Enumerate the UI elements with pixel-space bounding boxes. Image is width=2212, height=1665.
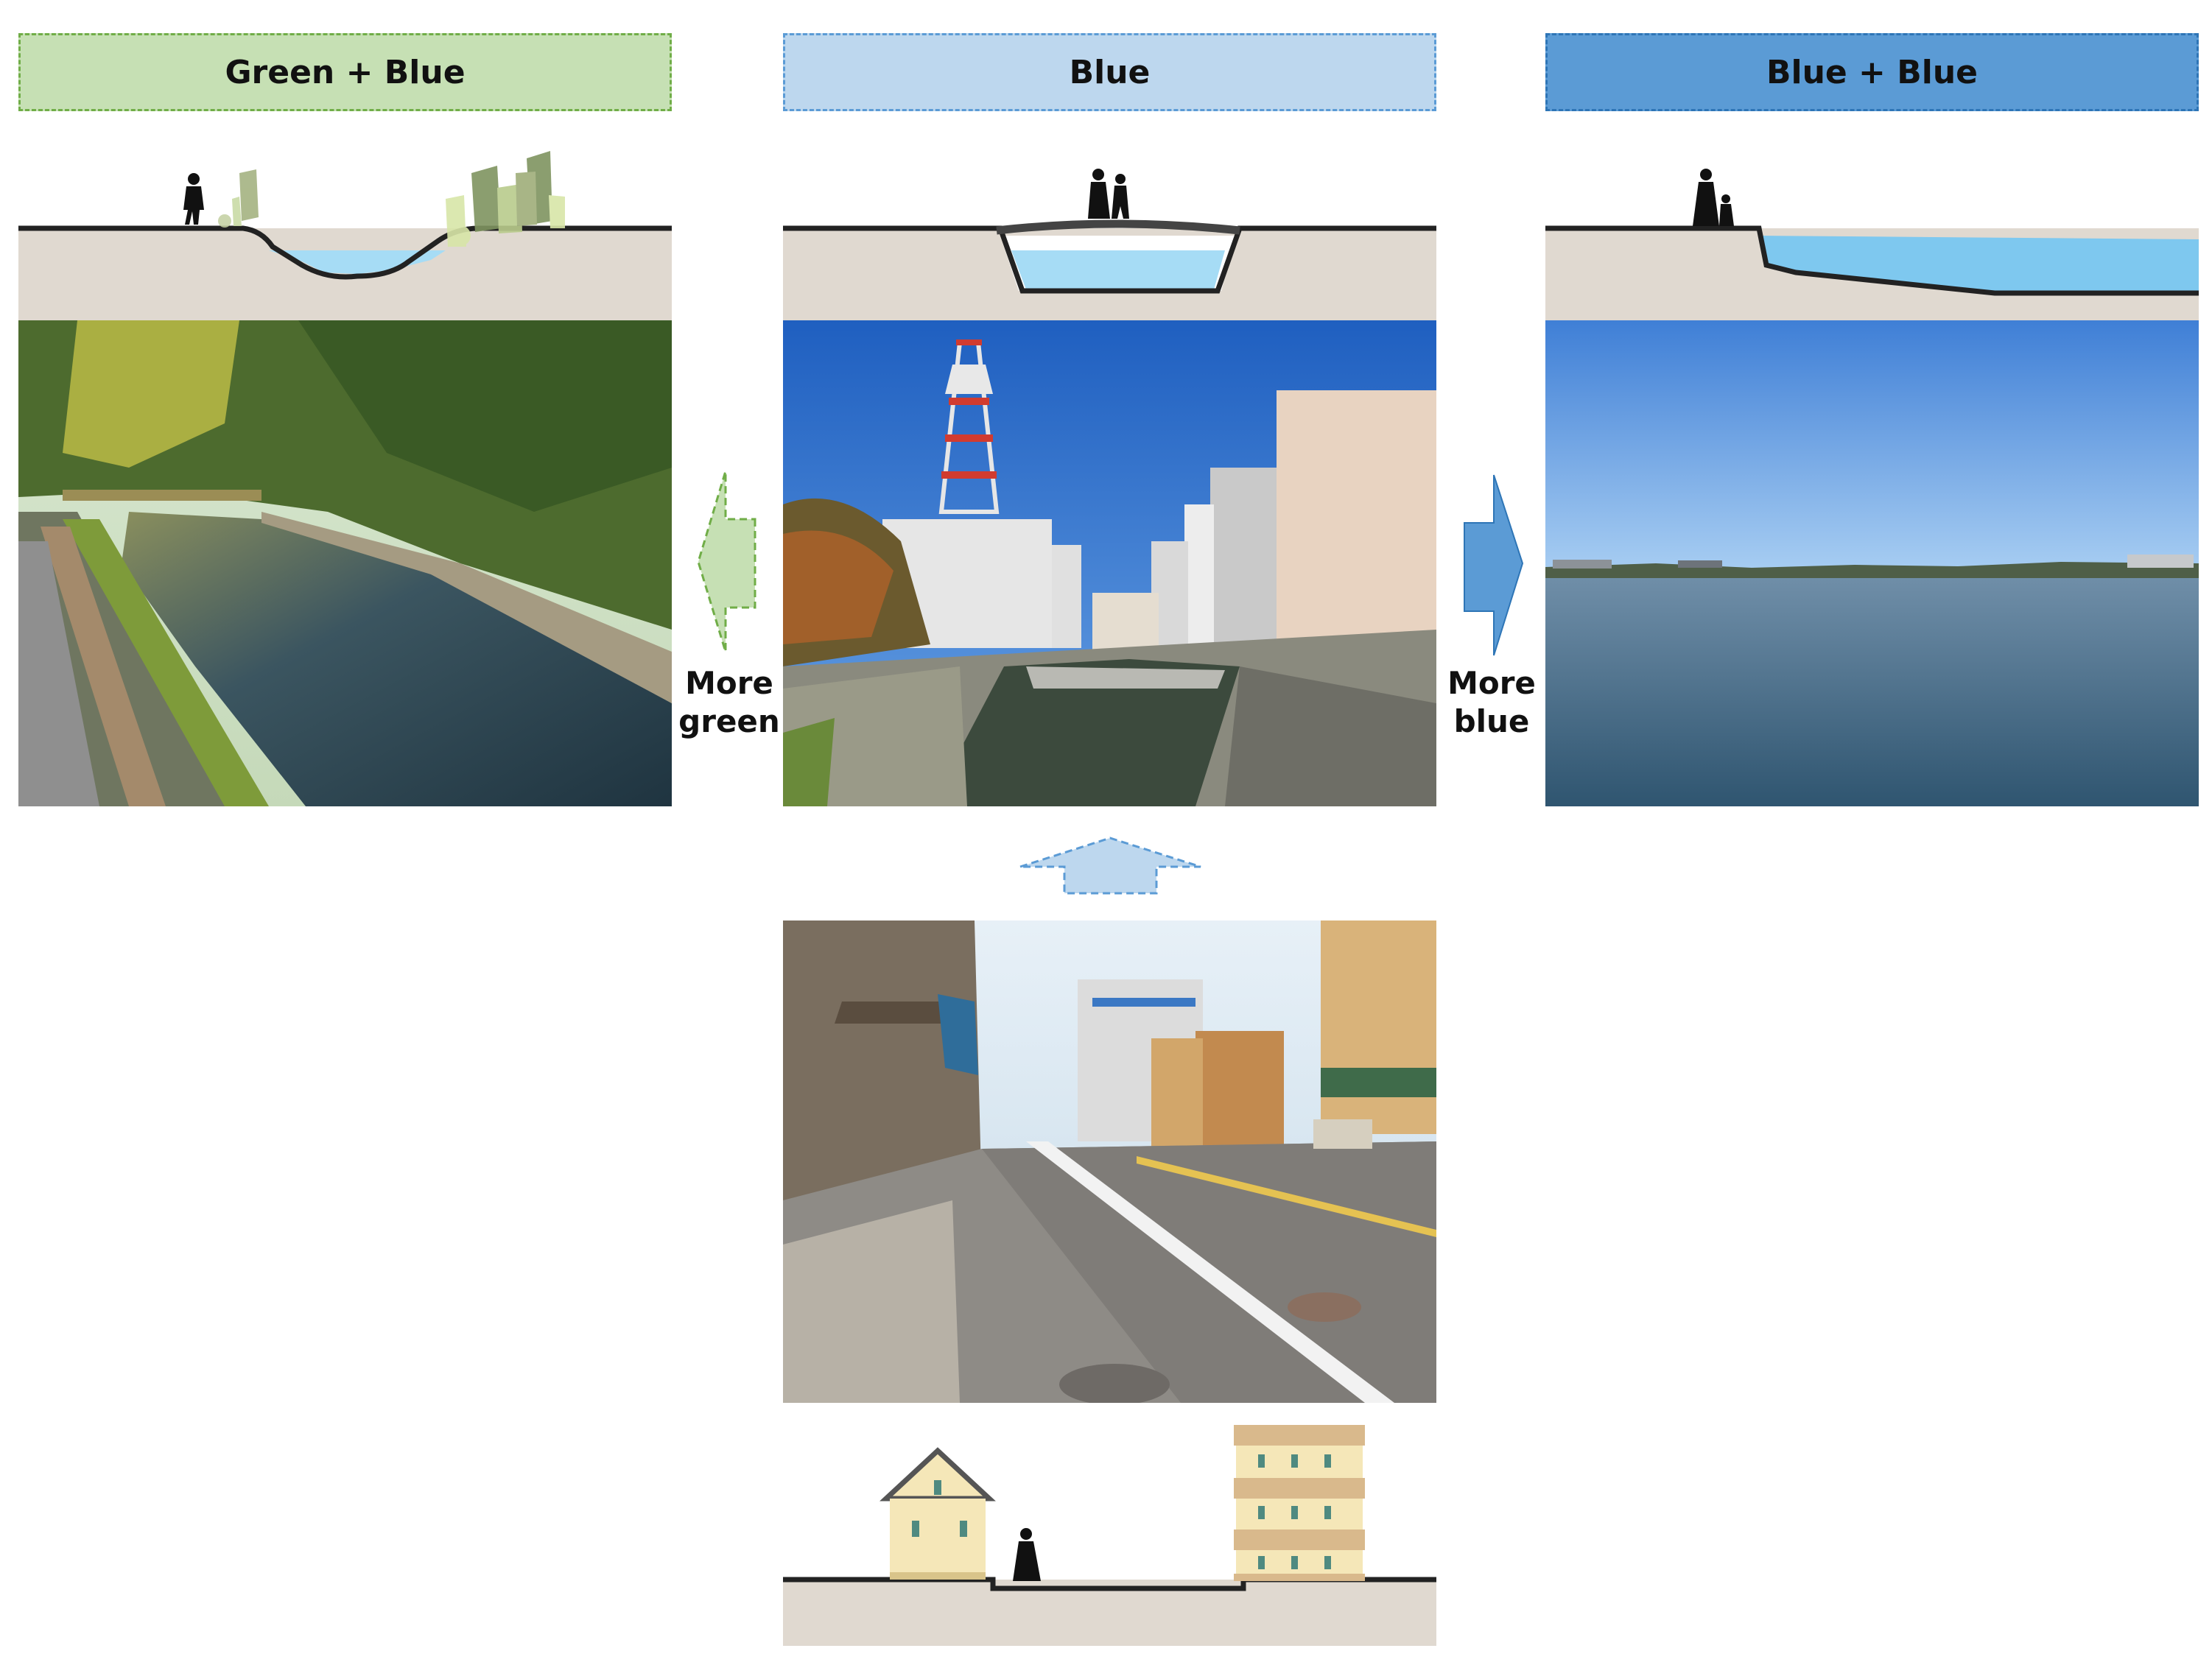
person-icon — [1013, 1528, 1041, 1581]
person-icon — [183, 173, 204, 225]
header-blue-title: Blue — [1069, 53, 1151, 91]
arrow-more-blue — [1462, 471, 1525, 659]
label-more-blue: More blue — [1433, 664, 1551, 741]
header-blue-blue: Blue + Blue — [1545, 33, 2199, 111]
label-more-green-line2: green — [678, 703, 780, 739]
tree-icon — [218, 169, 259, 228]
label-more-green: More green — [670, 664, 788, 741]
photo-blue-canal — [783, 320, 1436, 806]
adult-child-icon — [1693, 169, 1734, 226]
label-more-blue-line2: blue — [1453, 703, 1530, 739]
arrow-up — [1017, 836, 1204, 895]
label-more-blue-line1: More — [1447, 665, 1536, 701]
tower-icon — [938, 339, 1000, 514]
section-blue-blue — [1545, 144, 2199, 320]
arrow-more-green — [696, 468, 759, 655]
header-green-blue: Green + Blue — [18, 33, 672, 111]
couple-icon — [1088, 169, 1129, 219]
apartment-icon — [1234, 1425, 1365, 1581]
section-street — [783, 1410, 1436, 1646]
header-green-blue-title: Green + Blue — [225, 53, 466, 91]
header-blue-blue-title: Blue + Blue — [1766, 53, 1978, 91]
photo-green-river — [18, 320, 672, 806]
label-more-green-line1: More — [685, 665, 773, 701]
photo-street — [783, 920, 1436, 1403]
section-green-blue — [18, 144, 672, 320]
house-icon — [879, 1447, 996, 1580]
photo-blue-lake — [1545, 320, 2199, 806]
header-blue: Blue — [783, 33, 1436, 111]
tree-icon — [446, 151, 565, 247]
section-blue — [783, 144, 1436, 320]
